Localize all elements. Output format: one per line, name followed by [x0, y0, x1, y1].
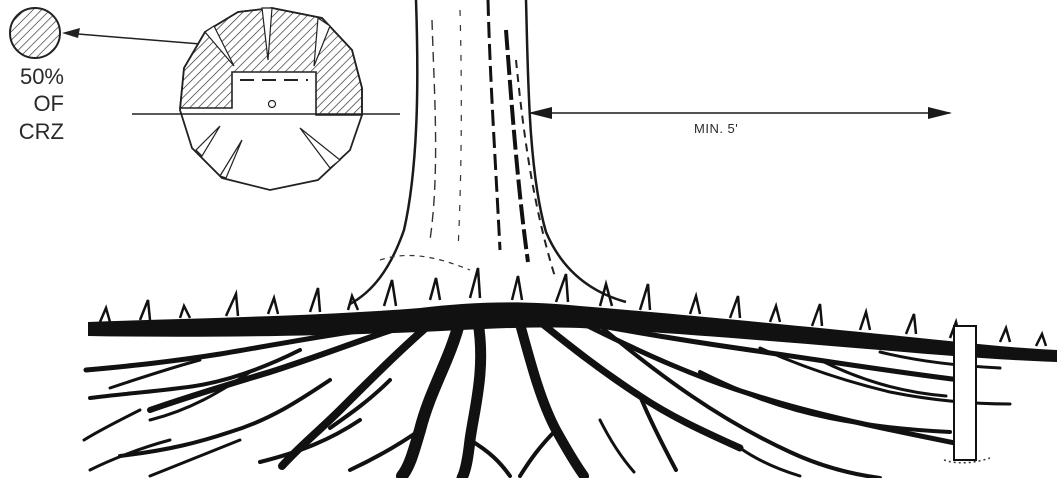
- tree-trunk: [350, 0, 626, 304]
- root-zone-plan-view: [132, 8, 400, 190]
- legend-crz-label: CRZ: [8, 121, 64, 143]
- dimension-label: MIN. 5': [694, 122, 738, 135]
- dimension-line: [528, 107, 952, 119]
- legend-of-label: OF: [8, 93, 64, 115]
- legend-percent-label: 50%: [8, 66, 64, 88]
- crz-legend-symbol: [10, 8, 60, 58]
